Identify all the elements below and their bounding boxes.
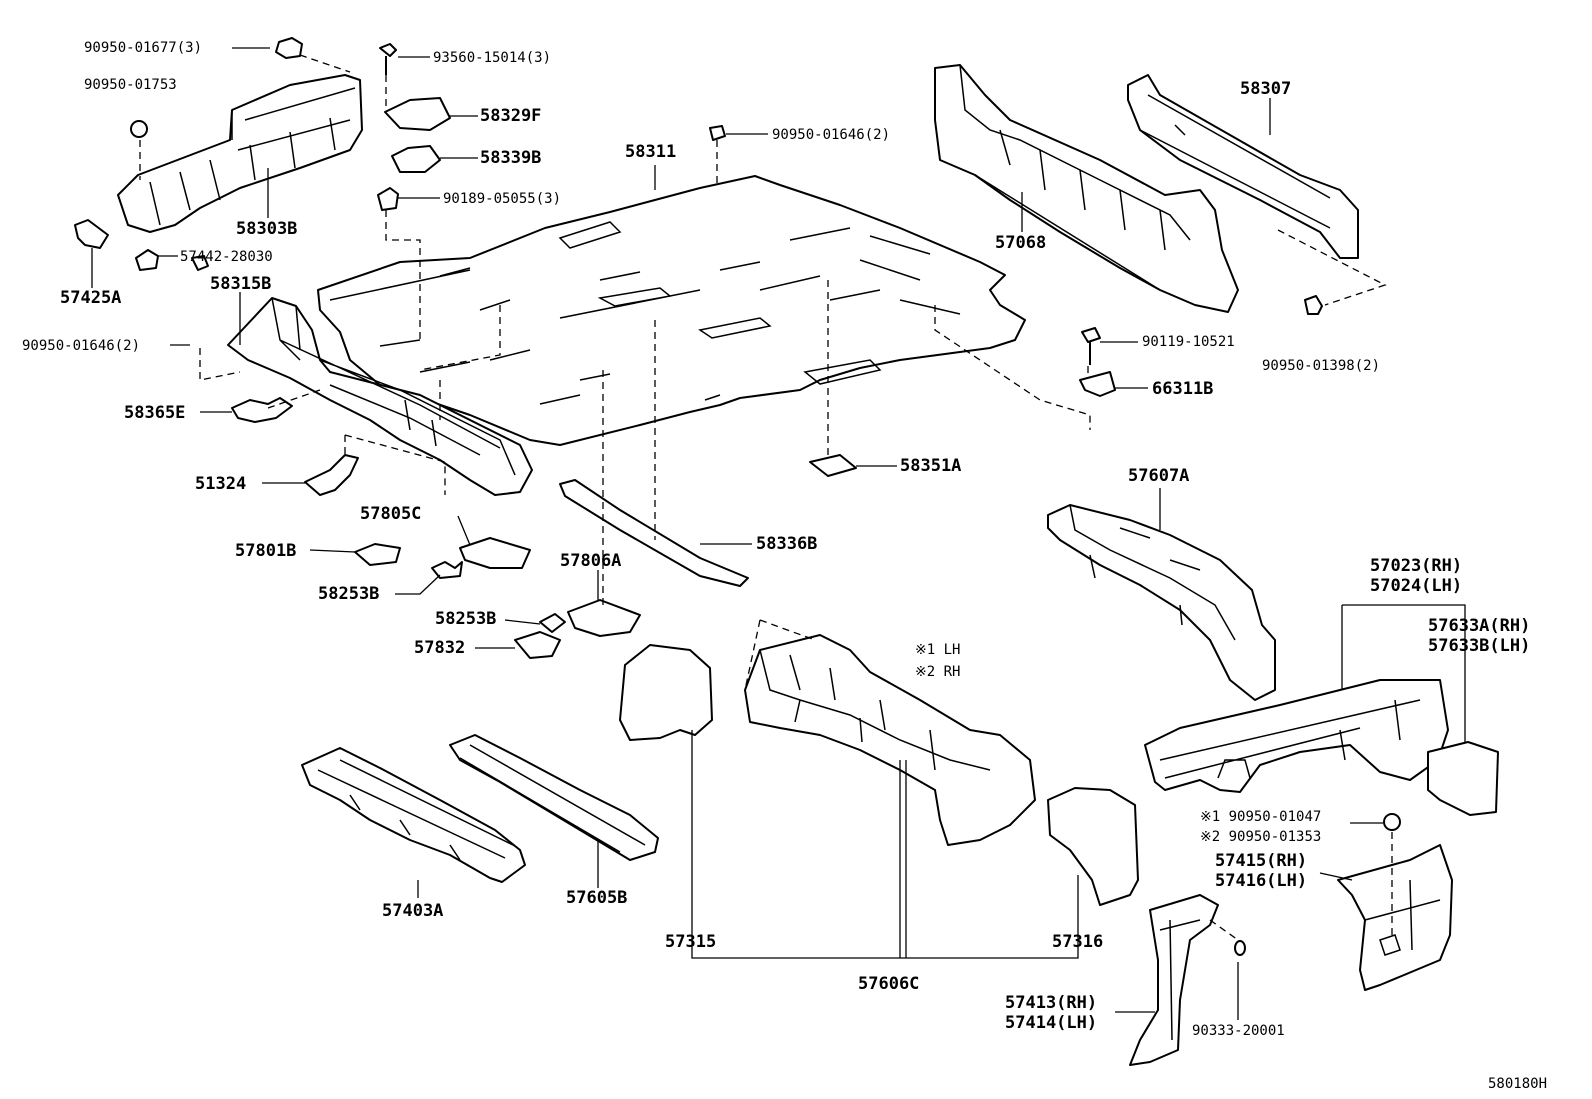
left-floor-side-member [227, 297, 533, 496]
rear-back-panel-57068 [934, 64, 1239, 313]
label-57633b-lh: 57633B(LH) [1428, 636, 1531, 656]
label-57024-lh: 57024(LH) [1370, 576, 1463, 596]
label-58253b-b: 58253B [435, 609, 497, 629]
small-plates [354, 537, 641, 659]
label-90950-01646-top: 90950-01646(2) [772, 127, 891, 143]
label-90333-20001: 90333-20001 [1192, 1023, 1285, 1039]
label-57413-rh: 57413(RH) [1005, 993, 1098, 1013]
note-rh: ※2 RH [915, 664, 961, 680]
label-57316: 57316 [1052, 932, 1104, 952]
label-90950-01646-left: 90950-01646(2) [22, 338, 141, 354]
label-57425a: 57425A [60, 288, 122, 308]
label-57832: 57832 [414, 638, 466, 658]
label-57801b: 57801B [235, 541, 297, 561]
label-93560-15014: 93560-15014(3) [433, 50, 552, 66]
center-fasteners [377, 43, 726, 211]
label-58307: 58307 [1240, 79, 1292, 99]
label-57415-rh: 57415(RH) [1215, 851, 1308, 871]
note-lh: ※1 LH [915, 642, 961, 658]
label-57414-lh: 57414(LH) [1005, 1013, 1098, 1033]
reinforcement-bar-58336b [559, 479, 749, 587]
label-57805c: 57805C [360, 504, 422, 524]
diagram-id: 580180H [1488, 1076, 1548, 1092]
label-90950-01677: 90950-01677(3) [84, 40, 203, 56]
label-90950-01047: ※1 90950-01047 [1200, 809, 1322, 825]
label-66311b: 66311B [1152, 379, 1214, 399]
bracket-57415 [1337, 813, 1453, 991]
bracket-57316 [1047, 787, 1139, 906]
label-58336b: 58336B [756, 534, 818, 554]
bracket-58351a [809, 454, 857, 477]
label-57442-28030: 57442-28030 [180, 249, 273, 265]
label-90950-01753: 90950-01753 [84, 77, 177, 93]
cross-member-57606c [744, 634, 1036, 846]
dashed-lines [139, 54, 1393, 941]
crossmember-57605b [449, 734, 659, 861]
washer-90333 [1234, 940, 1246, 956]
label-57605b: 57605B [566, 888, 628, 908]
leader-lines [91, 47, 1466, 1020]
rear-cross-member-58307 [1127, 74, 1359, 315]
cross-member-57607a [1047, 504, 1276, 701]
label-58365e: 58365E [124, 403, 186, 423]
label-58253b-a: 58253B [318, 584, 380, 604]
left-side-extension-panel [117, 37, 363, 233]
small-left-parts [74, 219, 359, 496]
label-57607a: 57607A [1128, 466, 1190, 486]
label-90950-01398: 90950-01398(2) [1262, 358, 1381, 374]
bracket-57315 [619, 644, 713, 741]
label-57403a: 57403A [382, 901, 444, 921]
rear-frame-57023 [1144, 679, 1499, 816]
label-58315b: 58315B [210, 274, 272, 294]
label-58311: 58311 [625, 142, 677, 162]
crossmember-57403a [301, 747, 526, 883]
label-51324: 51324 [195, 474, 247, 494]
label-58329f: 58329F [480, 106, 542, 126]
label-90189-05055: 90189-05055(3) [443, 191, 562, 207]
label-57315: 57315 [665, 932, 717, 952]
label-58351a: 58351A [900, 456, 962, 476]
label-57806a: 57806A [560, 551, 622, 571]
label-90950-01353: ※2 90950-01353 [1200, 829, 1322, 845]
label-57068: 57068 [995, 233, 1047, 253]
label-57606c: 57606C [858, 974, 920, 994]
label-90119-10521: 90119-10521 [1142, 334, 1235, 350]
bracket-66311b [1079, 327, 1116, 397]
label-58339b: 58339B [480, 148, 542, 168]
label-57023-rh: 57023(RH) [1370, 556, 1463, 576]
label-58303b: 58303B [236, 219, 298, 239]
label-57416-lh: 57416(LH) [1215, 871, 1308, 891]
label-57633a-rh: 57633A(RH) [1428, 616, 1531, 636]
pillar-57413 [1129, 894, 1219, 1066]
